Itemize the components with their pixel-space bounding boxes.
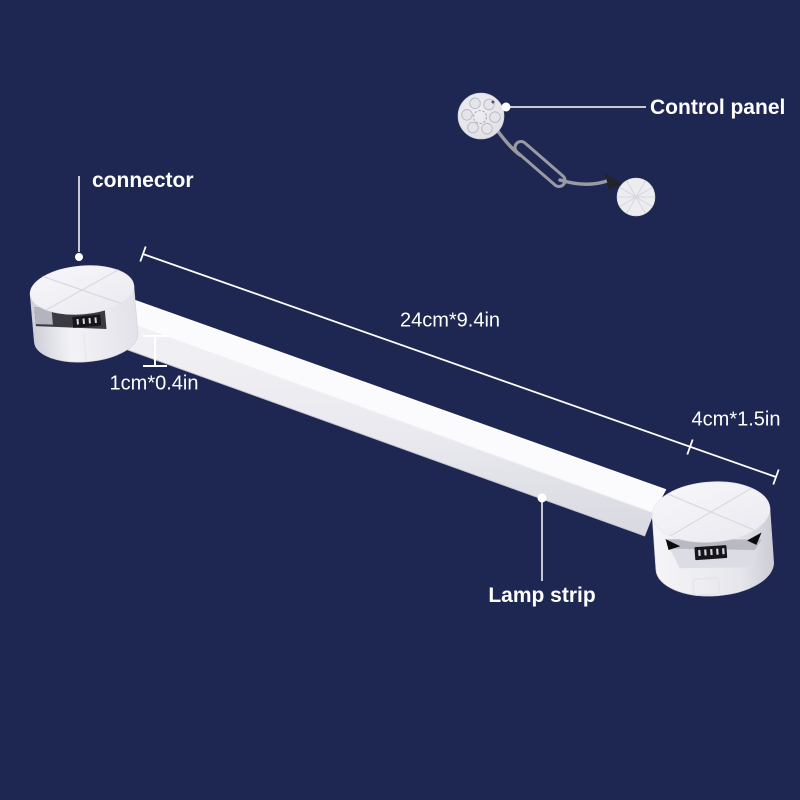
left-connector-disc xyxy=(29,265,139,363)
hanging-disc-star-lines xyxy=(617,180,655,214)
right-disc-right-arrow xyxy=(747,532,762,545)
length-dimension-line xyxy=(142,253,777,478)
length-dimension-tick-middle xyxy=(686,439,694,455)
left-disc-port-reflection xyxy=(34,307,53,325)
lamp-strip-label: Lamp strip xyxy=(488,584,596,607)
right-disc-cross-lines xyxy=(667,487,755,537)
control-panel-center-dial xyxy=(472,109,488,125)
bar-top-highlight xyxy=(121,295,667,491)
lanyard-loop xyxy=(513,140,567,188)
lanyard-cord-lower xyxy=(558,178,609,186)
bar-front-face xyxy=(106,317,654,536)
length-dimension-tick-end xyxy=(772,469,780,485)
lanyard-end-cap xyxy=(605,173,623,190)
lamp-strip-leader-dot xyxy=(537,493,547,503)
annotation-dots xyxy=(75,102,547,503)
bar-crease-line xyxy=(111,316,655,514)
left-disc-cross-lines xyxy=(42,269,122,311)
thickness-measure xyxy=(143,335,167,367)
left-disc-port-teeth xyxy=(76,317,97,325)
control-panel-leader-dot xyxy=(501,102,511,112)
control-panel-assembly xyxy=(457,92,656,217)
connector-label: connector xyxy=(92,169,194,192)
strip-length-dimension: 24cm*9.4in xyxy=(399,309,501,332)
lamp-strip-bar xyxy=(105,295,667,537)
strip-thickness-dimension: 1cm*0.4in xyxy=(109,372,199,395)
left-disc-port-teeth-block xyxy=(72,314,102,328)
right-disc-port-recess-shadow xyxy=(664,539,763,551)
right-disc-left-arrow xyxy=(665,539,681,551)
right-disc-port-teeth xyxy=(698,548,725,556)
length-dimension-tick-start xyxy=(139,246,147,262)
right-disc-seam-plate xyxy=(692,577,721,596)
right-connector-disc xyxy=(651,481,774,597)
control-panel-led-dot xyxy=(491,100,495,104)
control-panel-label: Control panel xyxy=(650,96,786,119)
annotation-lines xyxy=(78,106,780,581)
connector-leader-dot xyxy=(75,253,83,261)
left-disc-seam xyxy=(83,333,87,361)
connector-diameter-dimension: 4cm*1.5in xyxy=(691,408,781,431)
bar-bottom-edge xyxy=(105,341,646,537)
bar-top-face xyxy=(112,296,666,513)
